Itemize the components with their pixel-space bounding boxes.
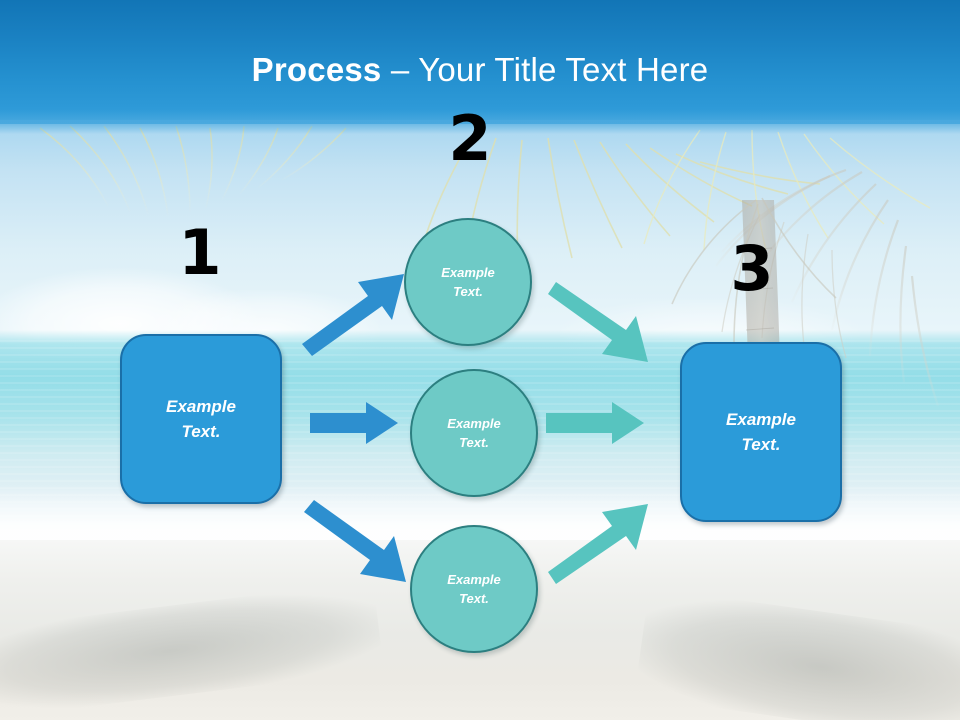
title-separator: – — [381, 51, 419, 88]
title-band — [0, 0, 960, 134]
process-circle-bottom[interactable]: Example Text. — [410, 525, 538, 653]
arrow-circle-middle-to-box3 — [546, 402, 644, 444]
arrow-circle-top-to-box3 — [548, 282, 648, 362]
process-box-step-3[interactable]: Example Text. — [680, 342, 842, 522]
process-box-step-1[interactable]: Example Text. — [120, 334, 282, 504]
arrow-box1-to-circle-top — [302, 274, 404, 356]
process-circle-top-label: Example Text. — [441, 265, 495, 299]
process-box-step-3-label: Example Text. — [726, 410, 796, 454]
step-number-2: 2 — [448, 102, 492, 175]
title-light-part: Your Title Text Here — [418, 51, 709, 88]
process-circle-top[interactable]: Example Text. — [404, 218, 532, 346]
arrow-box1-to-circle-middle — [310, 402, 398, 444]
process-circle-middle[interactable]: Example Text. — [410, 369, 538, 497]
page-title: Process – Your Title Text Here — [0, 50, 960, 90]
arrow-box1-to-circle-bottom — [304, 500, 406, 582]
arrow-circle-bottom-to-box3 — [548, 504, 648, 584]
process-box-step-1-label: Example Text. — [166, 397, 236, 441]
step-number-3: 3 — [730, 232, 774, 305]
process-circle-bottom-label: Example Text. — [447, 572, 501, 606]
process-circle-middle-label: Example Text. — [447, 416, 501, 450]
title-strong-part: Process — [251, 51, 382, 88]
step-number-1: 1 — [178, 216, 222, 289]
